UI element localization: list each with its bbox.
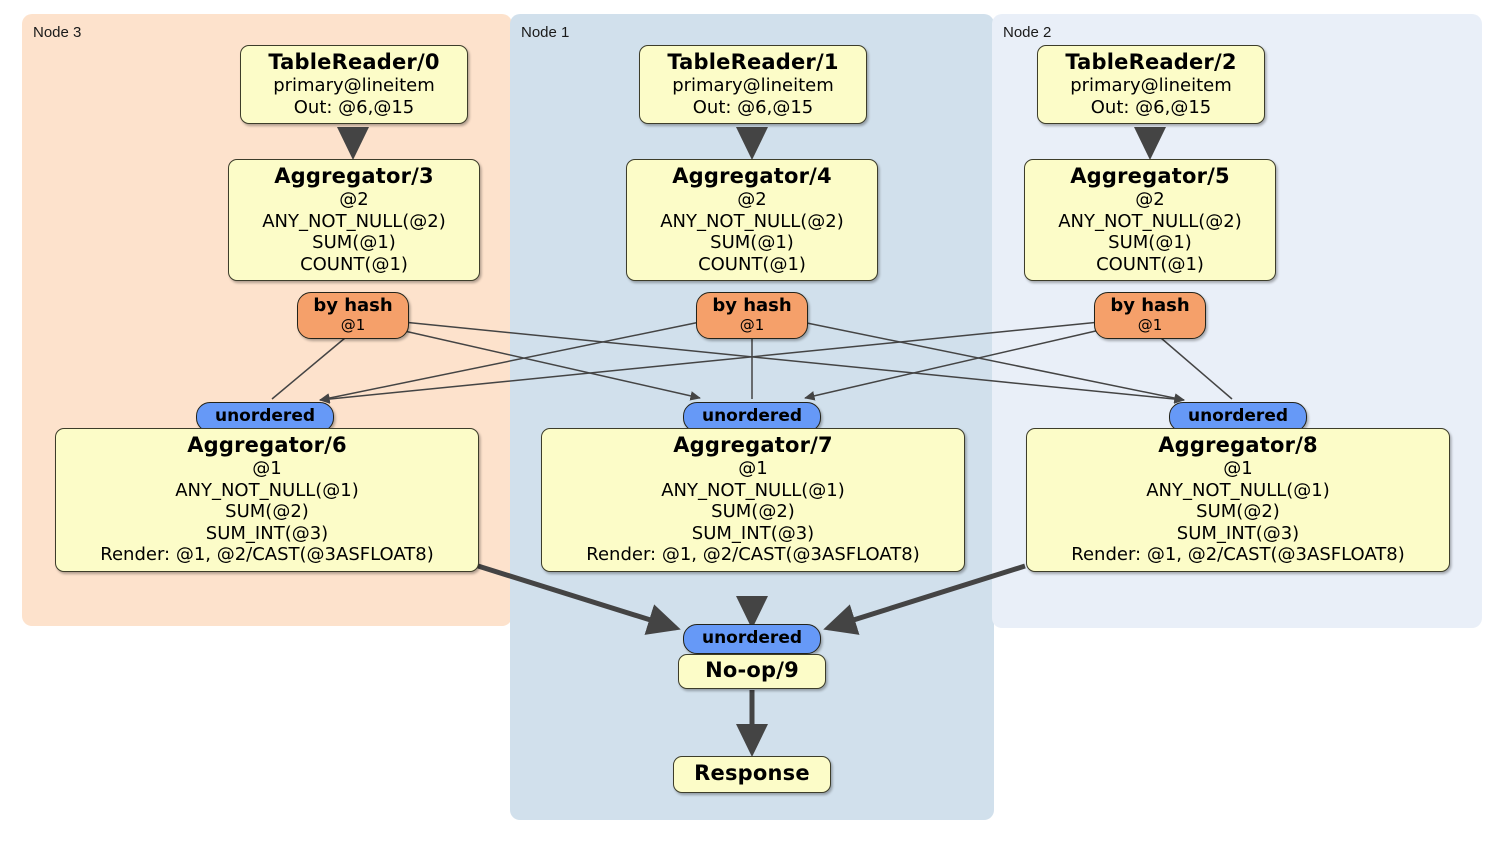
router-by-hash-left[interactable]: by hash @1	[297, 292, 409, 339]
node-title: TableReader/2	[1065, 50, 1237, 74]
node-line: @2	[339, 189, 369, 210]
node-line: SUM(@1)	[1108, 232, 1192, 253]
panel-label-node-1: Node 1	[521, 24, 570, 41]
node-title: TableReader/0	[268, 50, 440, 74]
node-line: ANY_NOT_NULL(@2)	[1058, 210, 1242, 232]
router-detail: @1	[739, 316, 765, 334]
router-by-hash-mid[interactable]: by hash @1	[696, 292, 808, 339]
node-line: primary@lineitem	[672, 75, 834, 96]
node-no-op-9[interactable]: No-op/9	[678, 654, 826, 689]
node-line: ANY_NOT_NULL(@1)	[1146, 479, 1330, 501]
node-line: primary@lineitem	[1070, 75, 1232, 96]
node-line: @2	[737, 189, 767, 210]
node-title: Aggregator/8	[1158, 433, 1318, 457]
panel-label-node-2: Node 2	[1003, 24, 1052, 41]
synchronizer-title: unordered	[214, 406, 316, 426]
node-line: primary@lineitem	[273, 75, 435, 96]
node-line: ANY_NOT_NULL(@2)	[660, 210, 844, 232]
node-line: ANY_NOT_NULL(@1)	[175, 479, 359, 501]
synchronizer-title: unordered	[1187, 406, 1289, 426]
node-line: Render: @1, @2/CAST(@3ASFLOAT8)	[1071, 544, 1405, 565]
node-tablereader-0[interactable]: TableReader/0 primary@lineitem Out: @6,@…	[240, 45, 468, 124]
node-tablereader-2[interactable]: TableReader/2 primary@lineitem Out: @6,@…	[1037, 45, 1265, 124]
router-title: by hash	[712, 295, 792, 316]
node-title: Aggregator/3	[274, 164, 434, 188]
node-title: Response	[694, 761, 810, 785]
node-line: Out: @6,@15	[692, 96, 814, 118]
node-line: @1	[738, 458, 768, 479]
node-line: COUNT(@1)	[300, 253, 408, 275]
router-detail: @1	[340, 316, 366, 334]
node-line: SUM(@1)	[312, 232, 396, 253]
node-line: SUM_INT(@3)	[205, 522, 329, 544]
node-aggregator-6[interactable]: Aggregator/6 @1 ANY_NOT_NULL(@1) SUM(@2)…	[55, 428, 479, 572]
node-line: SUM_INT(@3)	[1176, 522, 1300, 544]
node-line: @1	[1223, 458, 1253, 479]
node-tablereader-1[interactable]: TableReader/1 primary@lineitem Out: @6,@…	[639, 45, 867, 124]
node-aggregator-3[interactable]: Aggregator/3 @2 ANY_NOT_NULL(@2) SUM(@1)…	[228, 159, 480, 281]
node-aggregator-8[interactable]: Aggregator/8 @1 ANY_NOT_NULL(@1) SUM(@2)…	[1026, 428, 1450, 572]
node-line: Out: @6,@15	[1090, 96, 1212, 118]
node-line: SUM(@2)	[1196, 501, 1280, 522]
panel-label-node-3: Node 3	[33, 24, 82, 41]
node-line: SUM(@2)	[225, 501, 309, 522]
node-line: ANY_NOT_NULL(@1)	[661, 479, 845, 501]
node-aggregator-5[interactable]: Aggregator/5 @2 ANY_NOT_NULL(@2) SUM(@1)…	[1024, 159, 1276, 281]
node-line: SUM_INT(@3)	[691, 522, 815, 544]
node-title: Aggregator/4	[672, 164, 832, 188]
router-detail: @1	[1137, 316, 1163, 334]
node-line: SUM(@1)	[710, 232, 794, 253]
node-aggregator-4[interactable]: Aggregator/4 @2 ANY_NOT_NULL(@2) SUM(@1)…	[626, 159, 878, 281]
synchronizer-title: unordered	[701, 406, 803, 426]
node-line: COUNT(@1)	[1096, 253, 1204, 275]
router-title: by hash	[313, 295, 393, 316]
node-title: Aggregator/5	[1070, 164, 1230, 188]
node-response[interactable]: Response	[673, 756, 831, 793]
node-title: Aggregator/7	[673, 433, 833, 457]
node-line: ANY_NOT_NULL(@2)	[262, 210, 446, 232]
router-title: by hash	[1110, 295, 1190, 316]
node-aggregator-7[interactable]: Aggregator/7 @1 ANY_NOT_NULL(@1) SUM(@2)…	[541, 428, 965, 572]
synchronizer-unordered-final[interactable]: unordered	[683, 624, 821, 654]
node-line: Render: @1, @2/CAST(@3ASFLOAT8)	[586, 544, 920, 565]
node-line: @2	[1135, 189, 1165, 210]
node-title: Aggregator/6	[187, 433, 347, 457]
synchronizer-unordered-mid[interactable]: unordered	[683, 402, 821, 432]
node-line: Render: @1, @2/CAST(@3ASFLOAT8)	[100, 544, 434, 565]
node-line: SUM(@2)	[711, 501, 795, 522]
node-title: No-op/9	[705, 658, 799, 682]
node-title: TableReader/1	[667, 50, 839, 74]
router-by-hash-right[interactable]: by hash @1	[1094, 292, 1206, 339]
node-line: COUNT(@1)	[698, 253, 806, 275]
synchronizer-title: unordered	[701, 628, 803, 648]
node-line: @1	[252, 458, 282, 479]
node-line: Out: @6,@15	[293, 96, 415, 118]
